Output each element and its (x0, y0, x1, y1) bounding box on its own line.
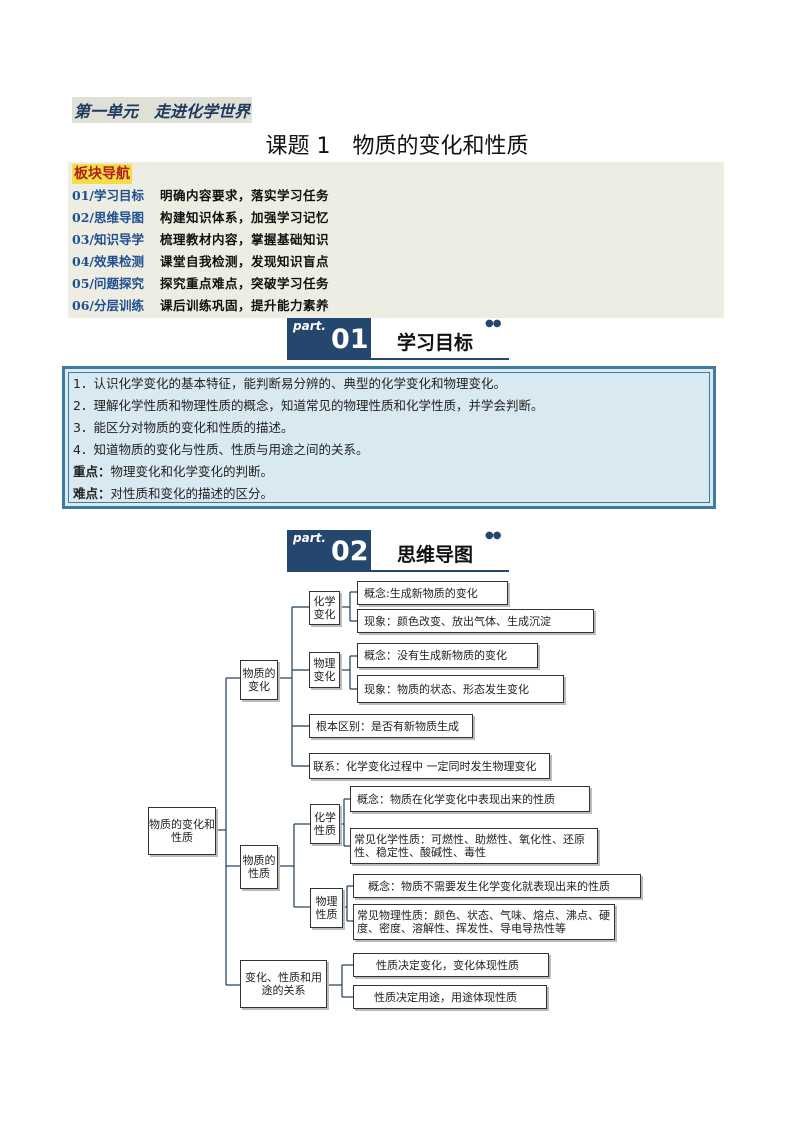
part-title: 学习目标 (397, 332, 474, 354)
part-01-banner: part. 01 学习目标 ●● (287, 318, 509, 362)
nav-item-code: 01/学习目标 (72, 188, 144, 203)
mindmap-relation: 联系：化学变化过程中 一定同时发生物理变化 (309, 753, 550, 779)
nav-item-code: 02/思维导图 (72, 210, 144, 225)
nav-item: 03/知识导学 梳理教材内容，掌握基础知识 (72, 230, 329, 250)
mindmap-phys-change: 物理变化 (309, 652, 340, 688)
goal-item: 4．知道物质的变化与性质、性质与用途之间的关系。 (73, 442, 369, 457)
nav-item-desc: 构建知识体系，加强学习记忆 (160, 210, 330, 225)
mindmap-chem-prop-def: 概念：物质在化学变化中表现出来的性质 (350, 786, 590, 812)
goal-item: 3．能区分对物质的变化和性质的描述。 (73, 420, 294, 435)
mindmap-phys-prop-def: 概念：物质不需要发生化学变化就表现出来的性质 (353, 874, 641, 898)
key-point: 重点：物理变化和化学变化的判断。 (73, 463, 273, 481)
key-point-text: 物理变化和化学变化的判断。 (110, 464, 274, 479)
part-badge: part. 02 (287, 530, 371, 570)
nav-item: 02/思维导图 构建知识体系，加强学习记忆 (72, 208, 329, 228)
mindmap-relationship: 变化、性质和用途的关系 (240, 960, 327, 1008)
goal-item: 1．认识化学变化的基本特征，能判断易分辨的、典型的化学变化和物理变化。 (73, 376, 506, 391)
part-title: 思维导图 (397, 544, 474, 566)
mindmap-chem-change-phen: 现象：颜色改变、放出气体、生成沉淀 (357, 609, 594, 633)
decorative-dots-icon: ●● (485, 318, 501, 329)
nav-item: 05/问题探究 探究重点难点，突破学习任务 (72, 274, 329, 294)
nav-item: 01/学习目标 明确内容要求，落实学习任务 (72, 186, 329, 206)
nav-item-code: 05/问题探究 (72, 276, 144, 291)
mindmap-root: 物质的变化和性质 (148, 807, 216, 855)
difficult-point-label: 难点： (73, 486, 111, 501)
mindmap-property: 物质的性质 (240, 845, 278, 889)
mindmap-chem-prop: 化学性质 (310, 804, 340, 844)
nav-item-desc: 梳理教材内容，掌握基础知识 (160, 232, 330, 247)
part-underline (287, 570, 509, 572)
unit-title: 第一单元 走进化学世界 (72, 97, 253, 123)
mindmap-chem-change: 化学变化 (309, 591, 340, 625)
mindmap-basic-diff: 根本区别：是否有新物质生成 (309, 714, 473, 738)
part-tag: part. (293, 531, 326, 545)
mindmap-phys-prop: 物理性质 (310, 888, 343, 928)
mindmap-phys-prop-common: 常见物理性质：颜色、状态、气味、熔点、沸点、硬度、密度、溶解性、挥发性、导电导热… (353, 904, 615, 940)
mindmap-phys-change-phen: 现象：物质的状态、形态发生变化 (357, 675, 564, 703)
goals-box: 1．认识化学变化的基本特征，能判断易分辨的、典型的化学变化和物理变化。 2．理解… (62, 366, 716, 509)
goal-item: 2．理解化学性质和物理性质的概念，知道常见的物理性质和化学性质，并学会判断。 (73, 398, 544, 413)
mindmap-rel2: 性质决定用途，用途体现性质 (353, 985, 547, 1009)
mindmap-phys-change-def: 概念：没有生成新物质的变化 (357, 643, 538, 668)
difficult-point-text: 对性质和变化的描述的区分。 (110, 486, 274, 501)
part-02-banner: part. 02 思维导图 ●● (287, 530, 509, 574)
mindmap-chem-prop-common: 常见化学性质：可燃性、助燃性、氧化性、还原性、稳定性、酸碱性、毒性 (350, 828, 598, 864)
nav-item: 04/效果检测 课堂自我检测，发现知识盲点 (72, 252, 329, 272)
mindmap-change: 物质的变化 (240, 660, 278, 700)
nav-item-code: 04/效果检测 (72, 254, 144, 269)
nav-item-desc: 探究重点难点，突破学习任务 (160, 276, 330, 291)
nav-box: 板块导航 01/学习目标 明确内容要求，落实学习任务 02/思维导图 构建知识体系，… (68, 162, 724, 318)
part-number: 01 (331, 324, 369, 355)
mindmap-chem-change-def: 概念:生成新物质的变化 (357, 581, 508, 605)
nav-item-code: 03/知识导学 (72, 232, 144, 247)
part-underline (287, 358, 509, 360)
nav-item-desc: 课后训练巩固，提升能力素养 (160, 298, 330, 313)
part-badge: part. 01 (287, 318, 371, 358)
nav-header: 板块导航 (72, 164, 132, 184)
nav-item: 06/分层训练 课后训练巩固，提升能力素养 (72, 296, 329, 316)
nav-item-code: 06/分层训练 (72, 298, 144, 313)
goals-inner-border (68, 372, 710, 503)
decorative-dots-icon: ●● (485, 530, 501, 541)
part-tag: part. (293, 319, 326, 333)
difficult-point: 难点：对性质和变化的描述的区分。 (73, 485, 273, 503)
nav-item-desc: 明确内容要求，落实学习任务 (160, 188, 330, 203)
nav-item-desc: 课堂自我检测，发现知识盲点 (160, 254, 330, 269)
part-number: 02 (331, 536, 369, 567)
lesson-title: 课题 1 物质的变化和性质 (265, 134, 529, 159)
key-point-label: 重点： (73, 464, 111, 479)
mindmap-rel1: 性质决定变化，变化体现性质 (353, 953, 549, 977)
